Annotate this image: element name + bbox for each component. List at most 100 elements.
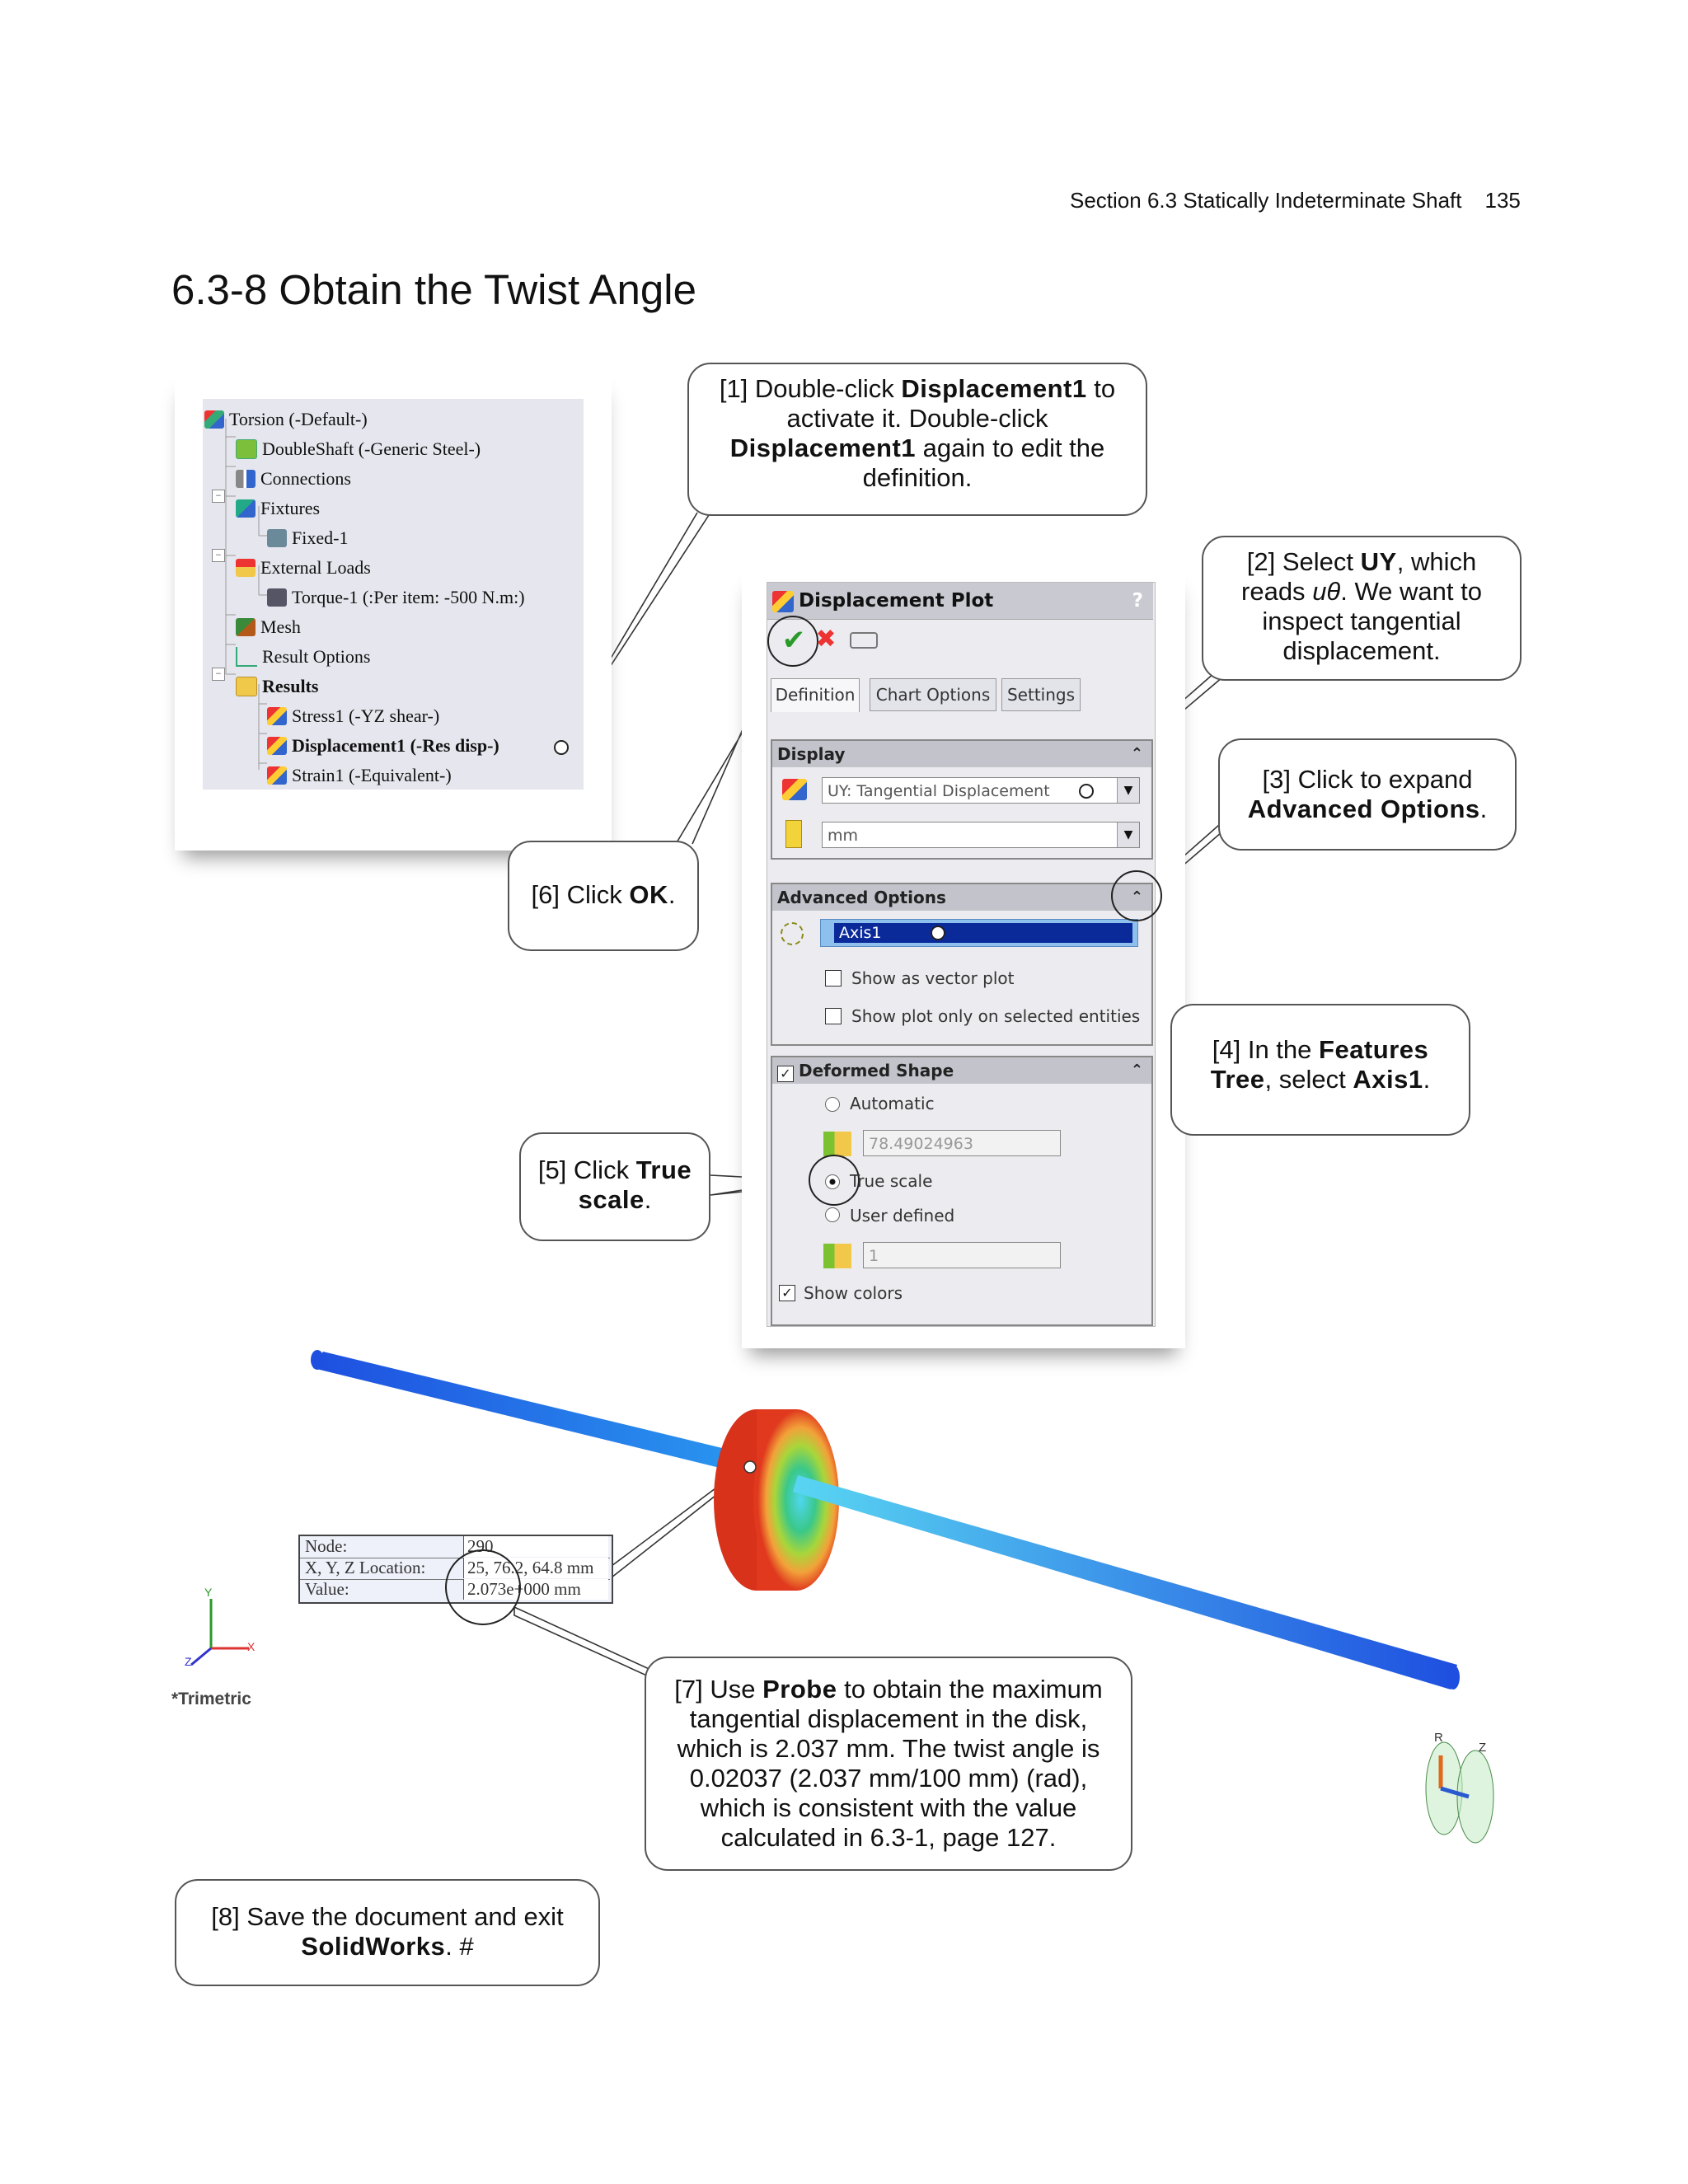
displacement-plot-icon bbox=[772, 590, 794, 612]
tree-item-label: Connections bbox=[260, 468, 351, 489]
axis-selection-box[interactable]: Axis1 bbox=[820, 919, 1138, 947]
help-icon[interactable]: ? bbox=[1132, 590, 1143, 612]
tree-item-result-options[interactable]: Result Options bbox=[236, 646, 370, 668]
chevron-down-icon[interactable]: ▼ bbox=[1117, 823, 1139, 847]
tree-item-label: External Loads bbox=[260, 557, 371, 578]
tree-item-external-loads[interactable]: External Loads bbox=[236, 557, 371, 579]
marker-axis bbox=[931, 926, 945, 940]
tree-item-mesh[interactable]: Mesh bbox=[236, 616, 301, 638]
callout-text: [7] Use bbox=[674, 1675, 763, 1704]
property-manager-titlebar: Displacement Plot ? bbox=[767, 583, 1153, 620]
callout-bold: Axis1 bbox=[1353, 1065, 1423, 1094]
tab-definition[interactable]: Definition bbox=[771, 678, 860, 712]
callout-bold: Advanced Options bbox=[1247, 794, 1480, 823]
expand-external-loads-toggle[interactable]: − bbox=[212, 549, 225, 562]
user-defined-scale-field[interactable]: 1 bbox=[863, 1242, 1061, 1268]
expand-results-toggle[interactable]: − bbox=[212, 668, 225, 681]
automatic-radio[interactable] bbox=[825, 1097, 840, 1112]
callout-text: [3] Click to expand bbox=[1262, 765, 1473, 794]
automatic-label: Automatic bbox=[850, 1094, 935, 1113]
tree-item-doubleshaft[interactable]: DoubleShaft (-Generic Steel-) bbox=[236, 438, 481, 460]
user-defined-radio[interactable] bbox=[825, 1207, 840, 1222]
expand-fixtures-toggle[interactable]: − bbox=[212, 490, 225, 503]
tree-item-label: Fixed-1 bbox=[292, 527, 349, 548]
tree-item-results[interactable]: Results bbox=[236, 676, 318, 697]
tree-item-label: Torque-1 (:Per item: -500 N.m:) bbox=[292, 587, 525, 607]
tree-item-strain1[interactable]: Strain1 (-Equivalent-) bbox=[267, 765, 452, 786]
display-section: Display⌃ UY: Tangential Displacement▼ mm… bbox=[771, 739, 1153, 860]
triad-y-label: Y bbox=[204, 1586, 213, 1599]
probe-result-box: Node:290 X, Y, Z Location:25, 76.2, 64.8… bbox=[298, 1535, 613, 1604]
advanced-options-section: Advanced Options⌃ Axis1 Show as vector p… bbox=[771, 883, 1153, 1046]
scale-factor-icon bbox=[823, 1244, 851, 1268]
marker-advanced-expand bbox=[1111, 870, 1162, 921]
callout-text: . bbox=[1479, 794, 1488, 823]
result-options-icon bbox=[236, 647, 257, 667]
collapse-chevron-icon[interactable]: ⌃ bbox=[1130, 745, 1143, 762]
show-colors-label: Show colors bbox=[804, 1283, 903, 1303]
show-vector-checkbox[interactable] bbox=[825, 970, 842, 987]
callout-bold: Displacement1 bbox=[729, 434, 917, 462]
probe-row: Node:290 bbox=[300, 1536, 610, 1558]
callout-step-1: [1] Double-click Displacement1 to activa… bbox=[687, 363, 1147, 516]
show-vector-label: Show as vector plot bbox=[851, 968, 1015, 988]
tree-item-label: DoubleShaft (-Generic Steel-) bbox=[262, 438, 481, 459]
callout-text: . bbox=[668, 880, 676, 909]
display-section-title: Display bbox=[777, 744, 846, 764]
units-value: mm bbox=[828, 827, 859, 845]
tab-settings[interactable]: Settings bbox=[1001, 678, 1081, 711]
show-colors-checkbox[interactable]: ✓ bbox=[779, 1285, 795, 1301]
show-selected-checkbox[interactable] bbox=[825, 1008, 842, 1024]
tree-connector-lines bbox=[225, 419, 267, 770]
page-number: 135 bbox=[1484, 188, 1521, 213]
callout-step-7: [7] Use Probe to obtain the maximum tang… bbox=[645, 1657, 1132, 1871]
tree-item-label: Mesh bbox=[260, 616, 301, 637]
callout-text: to activate it. Double-click bbox=[786, 374, 1116, 433]
tree-item-label: Displacement1 (-Res disp-) bbox=[292, 735, 499, 756]
units-select[interactable]: mm ▼ bbox=[822, 822, 1140, 848]
deformed-shape-header[interactable]: ✓Deformed Shape⌃ bbox=[772, 1057, 1151, 1084]
marker-ok bbox=[767, 616, 818, 667]
running-head: Section 6.3 Statically Indeterminate Sha… bbox=[1070, 188, 1521, 213]
probe-key: X, Y, Z Location: bbox=[305, 1558, 426, 1577]
axis-selected-item[interactable]: Axis1 bbox=[834, 923, 1132, 943]
tree-item-fixtures[interactable]: Fixtures bbox=[236, 498, 320, 519]
tree-item-displacement1[interactable]: Displacement1 (-Res disp-) bbox=[267, 735, 499, 757]
cancel-x-icon[interactable]: ✖ bbox=[815, 625, 837, 654]
tree-item-stress1[interactable]: Stress1 (-YZ shear-) bbox=[267, 705, 439, 727]
tree-item-torque-1[interactable]: Torque-1 (:Per item: -500 N.m:) bbox=[267, 587, 525, 608]
automatic-scale-field[interactable]: 78.49024963 bbox=[863, 1130, 1061, 1156]
cyl-z-label: Z bbox=[1479, 1741, 1487, 1755]
marker-displacement1 bbox=[554, 740, 569, 755]
callout-bold: SolidWorks bbox=[301, 1932, 446, 1961]
tree-item-label: Stress1 (-YZ shear-) bbox=[292, 705, 440, 726]
display-section-header[interactable]: Display ⌃ bbox=[772, 741, 1151, 767]
external-loads-icon bbox=[236, 559, 256, 577]
coordinate-triad-icon bbox=[190, 1599, 249, 1666]
tab-chart-options[interactable]: Chart Options bbox=[870, 678, 996, 711]
deformed-shape-checkbox[interactable]: ✓ bbox=[777, 1066, 794, 1082]
torque-icon bbox=[267, 588, 287, 607]
callout-text: [5] Click bbox=[537, 1155, 636, 1184]
marker-component bbox=[1079, 784, 1094, 799]
tree-item-fixed-1[interactable]: Fixed-1 bbox=[267, 527, 348, 549]
chevron-down-icon[interactable]: ▼ bbox=[1117, 778, 1139, 803]
advanced-options-header[interactable]: Advanced Options⌃ bbox=[772, 884, 1151, 911]
probe-point bbox=[743, 1460, 757, 1474]
collapse-chevron-icon[interactable]: ⌃ bbox=[1130, 1062, 1143, 1079]
callout-text: [1] Double-click bbox=[719, 374, 902, 403]
tree-item-label: Strain1 (-Equivalent-) bbox=[292, 765, 452, 785]
callout-bold: Features Tree bbox=[1210, 1035, 1429, 1094]
callout-text: , select bbox=[1264, 1065, 1353, 1094]
callout-bold: Probe bbox=[762, 1675, 837, 1704]
study-icon bbox=[204, 410, 224, 429]
tree-item-connections[interactable]: Connections bbox=[236, 468, 351, 490]
tree-item-torsion[interactable]: Torsion (-Default-) bbox=[204, 409, 368, 430]
tree-item-label: Torsion (-Default-) bbox=[229, 409, 368, 429]
results-folder-icon bbox=[236, 677, 257, 696]
shaft-left-segment bbox=[313, 1352, 767, 1477]
callout-step-6: [6] Click OK. bbox=[508, 841, 699, 951]
advanced-options-title: Advanced Options bbox=[777, 888, 946, 907]
pin-icon[interactable] bbox=[850, 632, 878, 649]
tree-item-label: Results bbox=[262, 676, 319, 696]
